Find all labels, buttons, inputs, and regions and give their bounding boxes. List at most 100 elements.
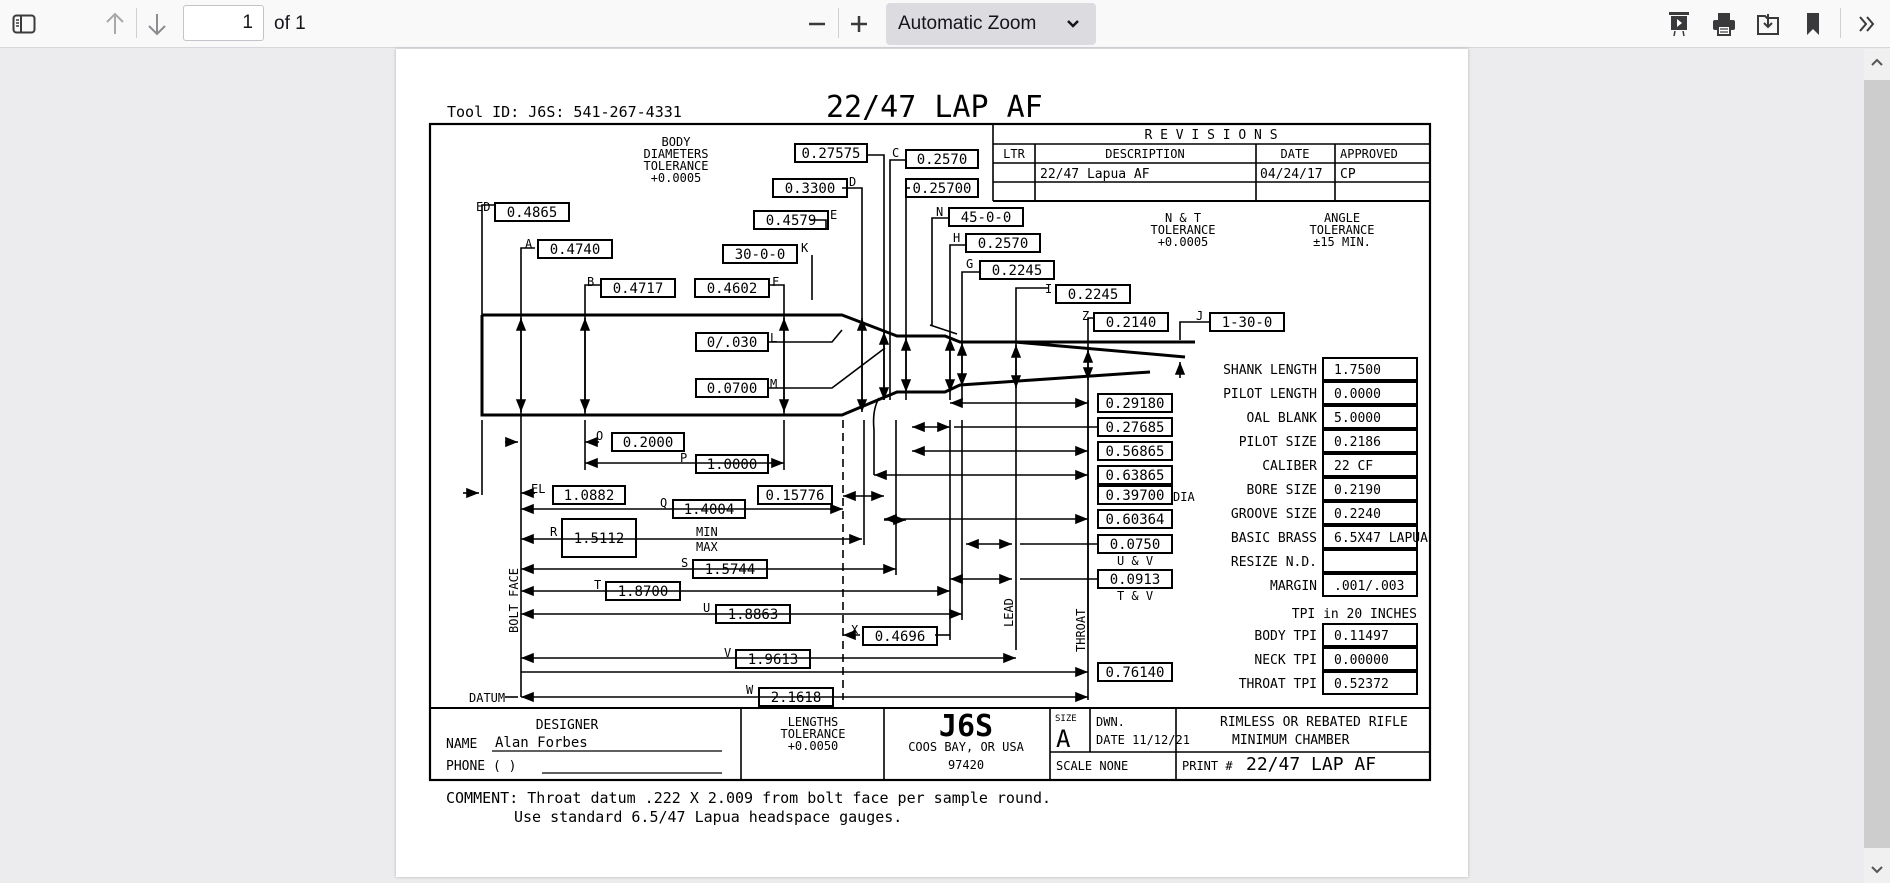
- callout-value-b: 0.4717: [613, 281, 664, 297]
- drawing-title: 22/47 LAP AF: [826, 90, 1043, 125]
- scrollbar-thumb[interactable]: [1864, 80, 1890, 848]
- spec-value: 0.2240: [1334, 507, 1381, 522]
- body-tol-line2: DIAMETERS: [643, 147, 708, 161]
- right-dim-box: [1097, 485, 1173, 505]
- callout-box-h: [965, 233, 1041, 253]
- rev-header-date: DATE: [1281, 147, 1310, 161]
- angle-tol-line1: ANGLE: [1324, 211, 1360, 225]
- size-label: SIZE: [1055, 714, 1077, 724]
- next-page-button[interactable]: [142, 8, 172, 40]
- scroll-down-button[interactable]: [1864, 857, 1890, 883]
- callout-letter-m: M: [770, 377, 777, 391]
- callout-letter-r: R: [550, 525, 558, 539]
- callout-box-w: [758, 687, 834, 707]
- scroll-up-button[interactable]: [1864, 49, 1890, 75]
- scale-label: SCALE NONE: [1056, 759, 1128, 773]
- callout-box-d: [772, 178, 848, 198]
- callout-value-o: 0.2000: [623, 435, 674, 451]
- presentation-mode-button[interactable]: [1664, 8, 1694, 40]
- rev-row-approved: CP: [1340, 167, 1356, 182]
- spec-value-box: [1322, 549, 1418, 573]
- callout-letter-f: F: [772, 275, 779, 289]
- angle-tol-line2: TOLERANCE: [1309, 223, 1374, 237]
- nt-tol-line1: N & T: [1165, 211, 1201, 225]
- callout-letter-e: E: [830, 208, 837, 222]
- callout-value-c: 0.2570: [917, 152, 968, 168]
- callout-letter-z: Z: [1082, 309, 1089, 323]
- right-dim-value: 0.0913: [1110, 572, 1161, 588]
- spec-label: CALIBER: [1262, 459, 1317, 474]
- callout-value-top1: 0.27575: [801, 146, 860, 162]
- callout-box-u: [715, 604, 791, 624]
- tool-id: Tool ID: J6S: 541-267-4331: [447, 103, 682, 121]
- tpi-value-box: [1322, 671, 1418, 695]
- body-tol-line1: BODY: [662, 135, 692, 149]
- presentation-icon: [1669, 12, 1689, 37]
- save-icon: [1757, 14, 1779, 35]
- bookmark-button[interactable]: [1798, 8, 1828, 40]
- callout-value-t: 1.8700: [618, 584, 669, 600]
- spec-value-box: [1322, 357, 1418, 381]
- rev-header-ltr: LTR: [1003, 147, 1025, 161]
- tpi-value: 0.52372: [1334, 677, 1389, 692]
- print-icon: [1713, 13, 1735, 36]
- throat-label: THROAT: [1074, 609, 1088, 652]
- callout-box-b: [600, 278, 676, 298]
- right-dim-value: 0.63865: [1105, 468, 1164, 484]
- callout-box-o: [611, 432, 685, 452]
- tools-button[interactable]: [1852, 8, 1882, 40]
- previous-page-button[interactable]: [100, 8, 130, 40]
- dia-label: DIA: [1173, 490, 1195, 504]
- callout-letter-h: H: [953, 231, 960, 245]
- print-button[interactable]: [1709, 8, 1739, 40]
- callout-box-j: [1209, 312, 1285, 332]
- right-dim-value: 0.29180: [1105, 396, 1164, 412]
- callout-value-d: 0.3300: [785, 181, 836, 197]
- revisions-heading: R E V I S I O N S: [1144, 128, 1277, 143]
- callout-box-x: [862, 626, 938, 646]
- zoom-in-button[interactable]: [844, 8, 874, 40]
- spec-value-box: [1322, 381, 1418, 405]
- callout-value-u: 1.8863: [728, 607, 779, 623]
- spec-value-box: [1322, 525, 1418, 549]
- callout-value-e: 0.4579: [766, 213, 817, 229]
- name-label: NAME: [446, 737, 477, 752]
- callout-letter-el: EL: [531, 482, 545, 496]
- sidebar-toggle-button[interactable]: [8, 8, 40, 40]
- right-dim-box: [1097, 569, 1173, 589]
- spec-value-box: [1322, 405, 1418, 429]
- tpi-label: THROAT TPI: [1239, 677, 1317, 692]
- callout-box-m: [695, 378, 769, 398]
- callout-value-s: 1.5744: [705, 562, 756, 578]
- right-dim-box: [1097, 417, 1173, 437]
- tpi-label: BODY TPI: [1254, 629, 1317, 644]
- spec-label: BASIC BRASS: [1231, 531, 1317, 546]
- callout-value-f: 0.4602: [707, 281, 758, 297]
- zoom-out-button[interactable]: [802, 8, 832, 40]
- bolt-face-label: BOLT FACE: [507, 568, 521, 633]
- zoom-select-value: Automatic Zoom: [898, 13, 1037, 34]
- designer-name: Alan Forbes: [495, 735, 588, 751]
- callout-value-k: 30-0-0: [735, 247, 786, 263]
- callout-value-v: 1.9613: [748, 652, 799, 668]
- desc-line1: RIMLESS OR REBATED RIFLE: [1220, 715, 1408, 730]
- callout-letter-o: O: [596, 429, 603, 443]
- page-number-input[interactable]: 1: [183, 5, 264, 41]
- callout-box-t: [605, 581, 681, 601]
- callout-letter-t: T: [594, 578, 601, 592]
- pdf-page: Tool ID: J6S: 541-267-4331 22/47 LAP AF …: [396, 49, 1468, 877]
- callout-box-s: [692, 559, 768, 579]
- callout-letter-g: G: [966, 257, 973, 271]
- callout-value-r: 1.5112: [574, 531, 625, 547]
- zoom-select[interactable]: Automatic Zoom: [886, 3, 1096, 45]
- callout-letter-q: Q: [660, 496, 667, 510]
- callout-value-h: 0.2570: [978, 236, 1029, 252]
- rev-header-approved: APPROVED: [1340, 147, 1398, 161]
- rev-row-description: 22/47 Lapua AF: [1040, 167, 1150, 182]
- callout-letter-w: W: [746, 683, 754, 697]
- lengths-tol-line1: LENGTHS: [788, 715, 839, 729]
- callout-box-v: [735, 649, 811, 669]
- company-logo-text: J6S: [939, 709, 993, 744]
- save-button[interactable]: [1753, 8, 1783, 40]
- callout-box-g: [979, 260, 1055, 280]
